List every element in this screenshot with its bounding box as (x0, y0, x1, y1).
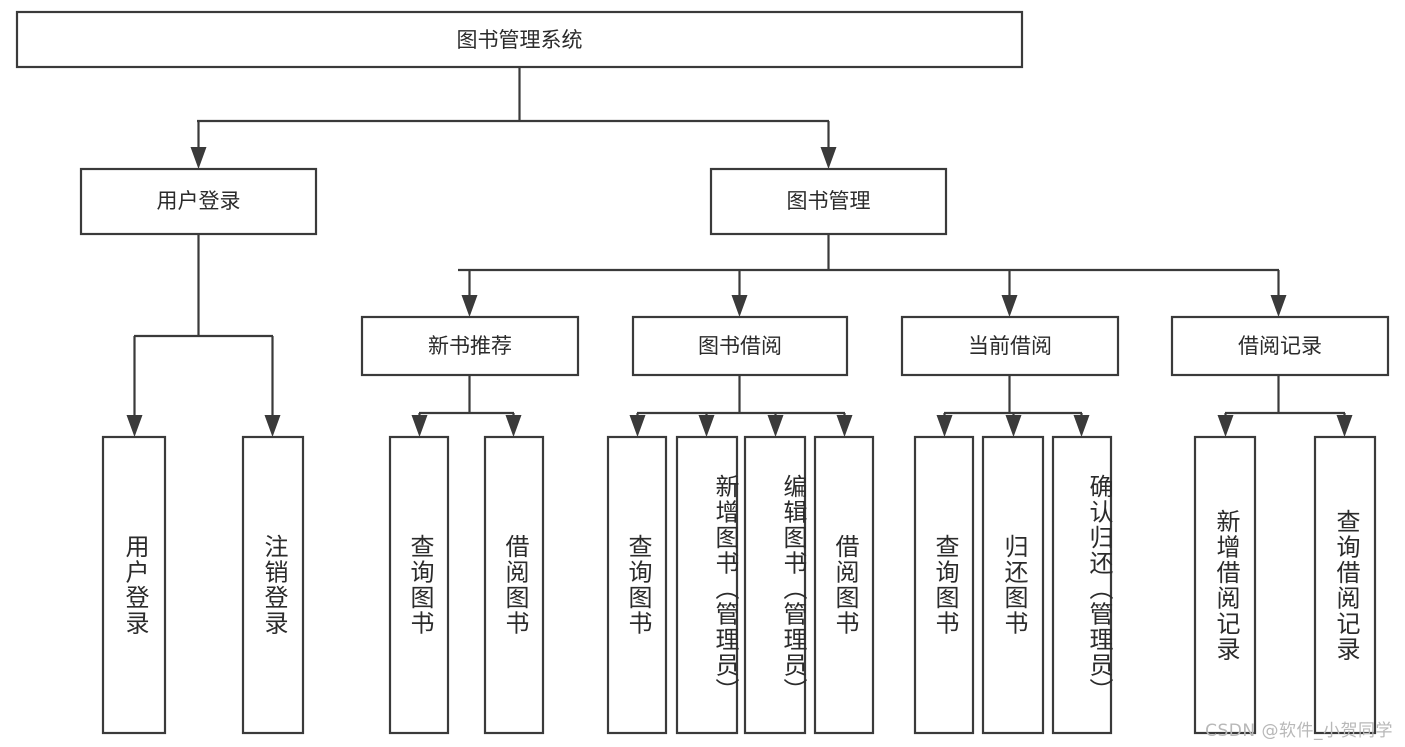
arrow-to-leaf-borrow-book-1 (505, 415, 522, 437)
node-leaf-logout[interactable] (241, 435, 305, 735)
arrow-to-borrow-record (1270, 295, 1287, 317)
arrow-to-leaf-query-book-3 (936, 415, 953, 437)
node-user-login-label: 用户登录 (157, 189, 241, 213)
node-book-borrow-label: 图书借阅 (698, 334, 782, 358)
node-new-book-rec-label: 新书推荐 (428, 334, 512, 358)
node-borrow-record-label: 借阅记录 (1238, 334, 1322, 358)
connectors-current-borrow-to-leaves (936, 375, 1090, 437)
arrow-to-current-borrow (1001, 295, 1018, 317)
watermark-text: CSDN @软件_小贺同学 (1205, 721, 1393, 741)
arrow-to-leaf-logout (264, 415, 281, 437)
node-leaf-query-book-1[interactable] (388, 435, 450, 735)
node-leaf-query-book-3[interactable] (913, 435, 975, 735)
node-leaf-edit-book[interactable] (743, 435, 807, 735)
connectors-root-to-level2 (190, 67, 837, 169)
node-book-borrow[interactable]: 图书借阅 (631, 315, 849, 377)
arrow-to-leaf-add-book (698, 415, 715, 437)
arrow-to-leaf-confirm-return (1073, 415, 1090, 437)
arrow-to-leaf-edit-book (767, 415, 784, 437)
arrow-to-book-borrow (731, 295, 748, 317)
node-leaf-add-record[interactable] (1193, 435, 1257, 735)
arrow-to-leaf-borrow-book-2 (836, 415, 853, 437)
node-new-book-rec[interactable]: 新书推荐 (360, 315, 580, 377)
node-leaf-confirm-return[interactable] (1051, 435, 1113, 735)
connectors-user-login-to-leaves (126, 234, 281, 437)
arrow-to-new-book-rec (461, 295, 478, 317)
node-leaf-return-book[interactable] (981, 435, 1045, 735)
connectors-book-manage-to-level3 (458, 234, 1287, 317)
node-current-borrow-label: 当前借阅 (968, 334, 1052, 358)
node-leaf-borrow-book-1[interactable] (483, 435, 545, 735)
node-root[interactable]: 图书管理系统 (15, 10, 1024, 69)
node-leaf-borrow-book-2[interactable] (813, 435, 875, 735)
node-leaf-query-book-2[interactable] (606, 435, 668, 735)
node-book-manage[interactable]: 图书管理 (709, 167, 948, 236)
connectors-new-book-rec-to-leaves (411, 375, 522, 437)
arrow-to-leaf-user-login (126, 415, 143, 437)
node-leaf-user-login[interactable] (101, 435, 167, 735)
node-user-login[interactable]: 用户登录 (79, 167, 318, 236)
arrow-to-leaf-query-book-1 (411, 415, 428, 437)
arrow-to-leaf-return-book (1005, 415, 1022, 437)
arrow-to-leaf-query-book-2 (629, 415, 646, 437)
connectors-book-borrow-to-leaves (629, 375, 853, 437)
arrow-to-book-manage (820, 147, 837, 169)
arrow-to-user-login (190, 147, 207, 169)
node-leaf-add-book[interactable] (675, 435, 739, 735)
arrow-to-leaf-add-record (1217, 415, 1234, 437)
connectors-borrow-record-to-leaves (1217, 375, 1353, 437)
node-leaf-query-record[interactable] (1313, 435, 1377, 735)
arrow-to-leaf-query-record (1336, 415, 1353, 437)
node-current-borrow[interactable]: 当前借阅 (900, 315, 1120, 377)
node-borrow-record[interactable]: 借阅记录 (1170, 315, 1390, 377)
node-book-manage-label: 图书管理 (787, 189, 871, 213)
node-root-label: 图书管理系统 (457, 28, 583, 52)
